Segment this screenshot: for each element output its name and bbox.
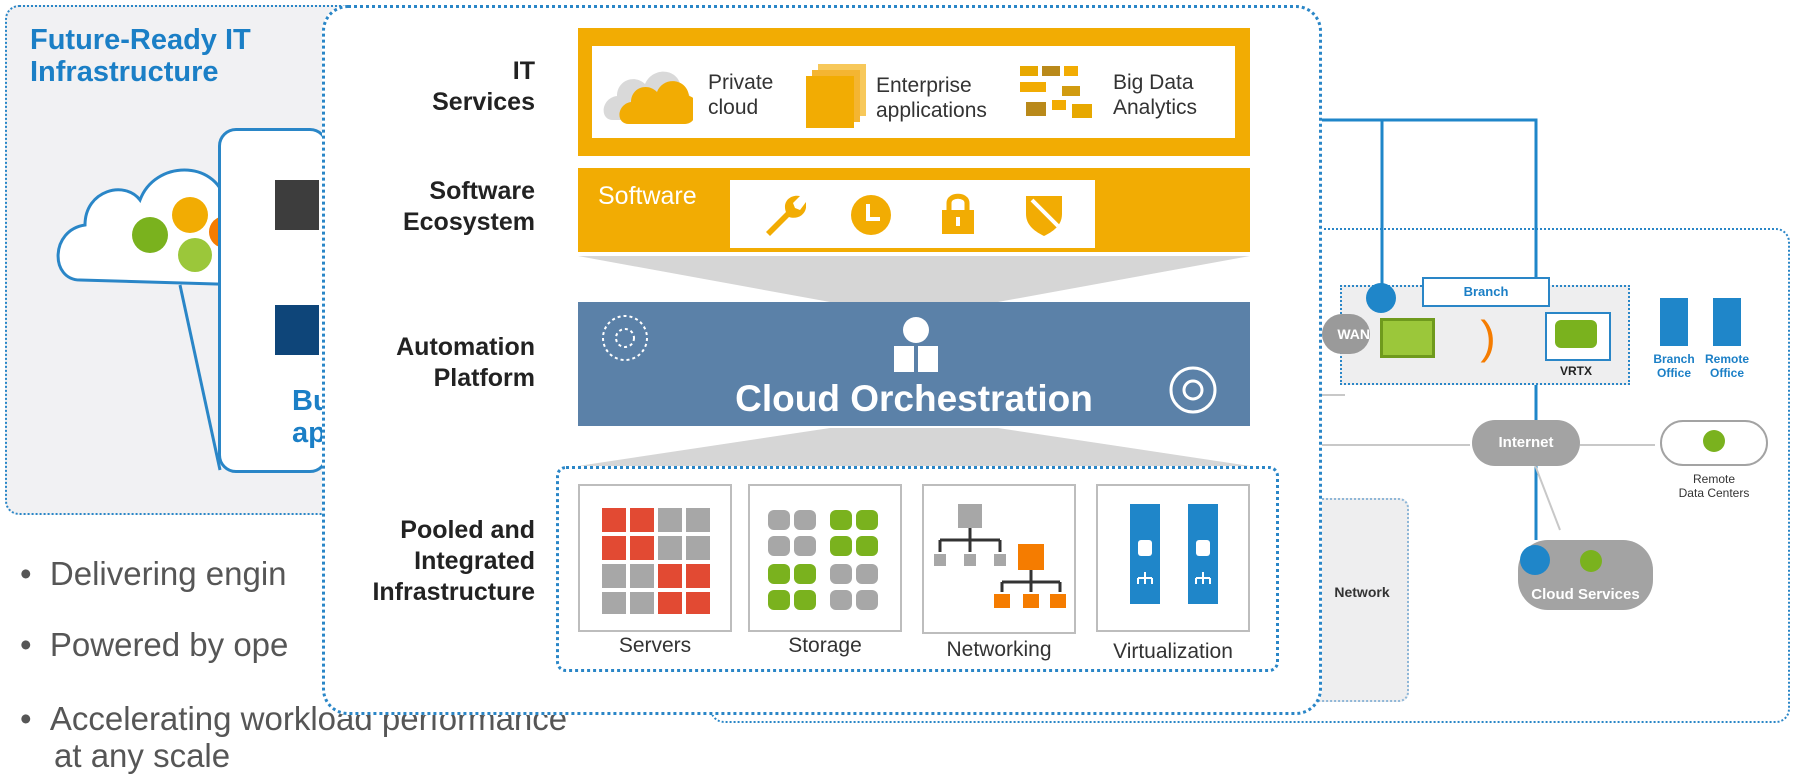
- remote-office-building-icon: [1713, 298, 1741, 346]
- gear-outline-icon: [1169, 366, 1217, 414]
- bullet-text: Delivering engin: [49, 555, 287, 592]
- label-line: Big Data: [1113, 71, 1194, 94]
- servers-label: Servers: [618, 634, 692, 657]
- label-line: Branch: [1653, 352, 1695, 366]
- networking-label: Networking: [946, 638, 1052, 661]
- network-label: Network: [1334, 584, 1390, 600]
- label-line: Office: [1709, 366, 1744, 380]
- funnel-shape: [578, 256, 1250, 302]
- enterprise-apps-label: Enterprise applications: [876, 73, 987, 123]
- label-line: Ecosystem: [402, 208, 535, 236]
- layer-label-it-services: IT Services: [350, 56, 535, 118]
- bullet-text: Powered by ope: [49, 626, 289, 663]
- label-line: Infrastructure: [372, 578, 535, 606]
- shield-icon: [1026, 196, 1062, 236]
- orchestrator-person-icon: [894, 317, 938, 372]
- label-line: Integrated: [414, 547, 535, 575]
- label-line: Remote: [1704, 352, 1749, 366]
- private-cloud-label: Private cloud: [708, 70, 773, 120]
- label-line: Data Centers: [1678, 486, 1750, 500]
- big-data-label: Big Data Analytics: [1113, 70, 1197, 120]
- servers-icon: [602, 508, 710, 614]
- private-cloud-icon: [603, 71, 693, 124]
- bullet-2: • Powered by ope: [20, 626, 289, 663]
- label-line: Remote: [1692, 472, 1736, 486]
- connection-dot-icon: [1366, 283, 1396, 313]
- enterprise-apps-icon: [806, 64, 866, 128]
- branch-office-building-icon: [1660, 298, 1688, 346]
- lock-icon: [942, 193, 974, 234]
- label-line: applications: [876, 99, 987, 122]
- virtualization-icon: [1130, 504, 1218, 604]
- gear-icon: [1703, 430, 1725, 452]
- label-line: Private: [708, 71, 774, 94]
- label-line: Enterprise: [876, 74, 972, 97]
- gear-icon: [1580, 550, 1602, 572]
- title-line-1: Future-Ready IT: [30, 24, 251, 56]
- title-line-2: Infrastructure: [30, 56, 219, 88]
- label-line: Services: [432, 88, 535, 116]
- connection-dot-icon: [1520, 545, 1550, 575]
- remote-office-label: Remote Office: [1700, 352, 1754, 380]
- layer-label-pooled: Pooled and Integrated Infrastructure: [330, 515, 535, 608]
- layer-label-automation: Automation Platform: [350, 332, 535, 394]
- label-line: IT: [512, 57, 535, 85]
- it-services-box: [592, 46, 1235, 138]
- pooled-infrastructure-box: [556, 466, 1279, 672]
- vrtx-label: VRTX: [1559, 364, 1592, 378]
- bullet-3: • Accelerating workload performance: [20, 700, 568, 737]
- remote-dc-label: Remote Data Centers: [1650, 472, 1778, 500]
- big-data-icon: [1020, 66, 1092, 118]
- wifi-icon: ): [1480, 311, 1496, 363]
- monitor-icon: [1380, 318, 1435, 358]
- clock-icon: [851, 195, 891, 235]
- future-ready-title: Future-Ready IT Infrastructure: [30, 24, 251, 88]
- software-label: Software: [598, 182, 697, 210]
- dark-cube-icon: [275, 180, 319, 230]
- branch-office-label: Branch Office: [1647, 352, 1701, 380]
- cloud-services-label: Cloud Services: [1531, 586, 1640, 603]
- networking-icon: [934, 504, 1066, 608]
- storage-icon: [768, 510, 878, 610]
- orchestration-title: Cloud Orchestration: [735, 378, 1093, 419]
- storage-label: Storage: [788, 634, 862, 657]
- wan-cloud: WAN: [1322, 314, 1370, 354]
- partial-text-2: ap: [292, 417, 326, 449]
- gear-outline-icon: [602, 315, 648, 361]
- wrench-icon: [766, 195, 806, 236]
- label-line: Office: [1656, 366, 1691, 380]
- label-line: cloud: [708, 96, 759, 119]
- label-line: Pooled and: [400, 516, 535, 544]
- label-line: Analytics: [1113, 96, 1198, 119]
- funnel-shape: [578, 428, 1250, 466]
- vrtx-gears-icon: [1555, 320, 1597, 348]
- bullet-3-cont: at any scale: [54, 737, 230, 775]
- layer-label-software: Software Ecosystem: [350, 176, 535, 238]
- blue-cube-icon: [275, 305, 319, 355]
- virtualization-card: [1096, 484, 1250, 632]
- branch-label: Branch: [1422, 277, 1550, 307]
- virtualization-label: Virtualization: [1113, 640, 1233, 663]
- label-line: Platform: [433, 364, 535, 392]
- bullet-text: at any scale: [54, 737, 231, 774]
- label-line: Automation: [396, 333, 535, 361]
- label-line: Software: [429, 177, 535, 205]
- internet-cloud: Internet: [1472, 420, 1580, 466]
- bullet-1: • Delivering engin: [20, 555, 287, 592]
